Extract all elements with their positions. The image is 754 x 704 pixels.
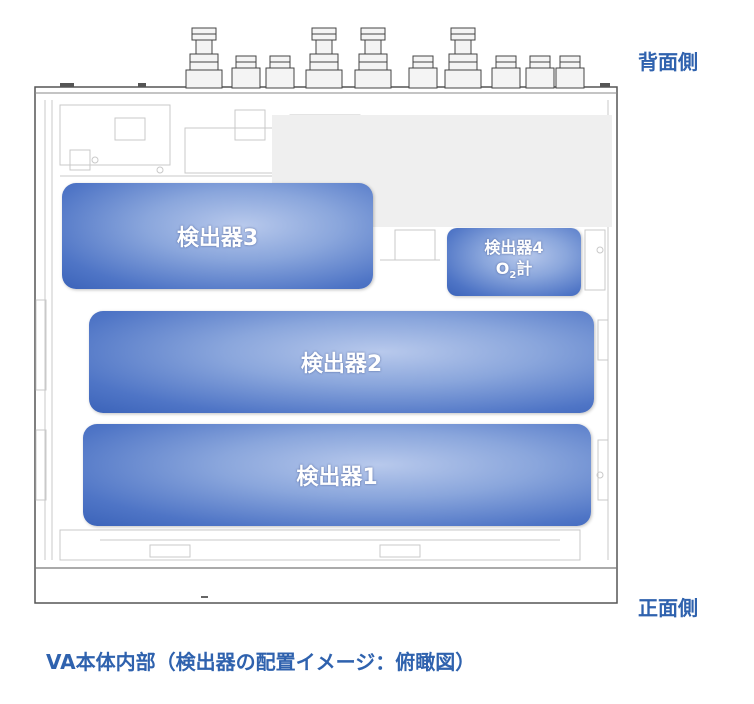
back-side-label: 背面側 [638,50,698,74]
o2-kei: 計 [516,259,533,279]
front-side-label: 正面側 [638,596,698,620]
o2-subscript: 2 [509,270,517,282]
detector-4-block: 検出器4 O2計 [447,228,581,296]
detector-1-label: 検出器1 [296,465,378,490]
detector-3-label: 検出器3 [176,226,259,251]
detector-4-label: 検出器4 [484,238,544,258]
o2-meter-label: O2計 [496,258,533,286]
figure-caption: VA本体内部（検出器の配置イメージ：俯瞰図） [46,650,476,674]
detector-2-label: 検出器2 [300,352,383,377]
detector-3-block: 検出器3 [62,183,373,289]
detector-1-block: 検出器1 [83,424,591,526]
detector-2-block: 検出器2 [89,311,594,413]
o2-o: O [495,259,510,279]
